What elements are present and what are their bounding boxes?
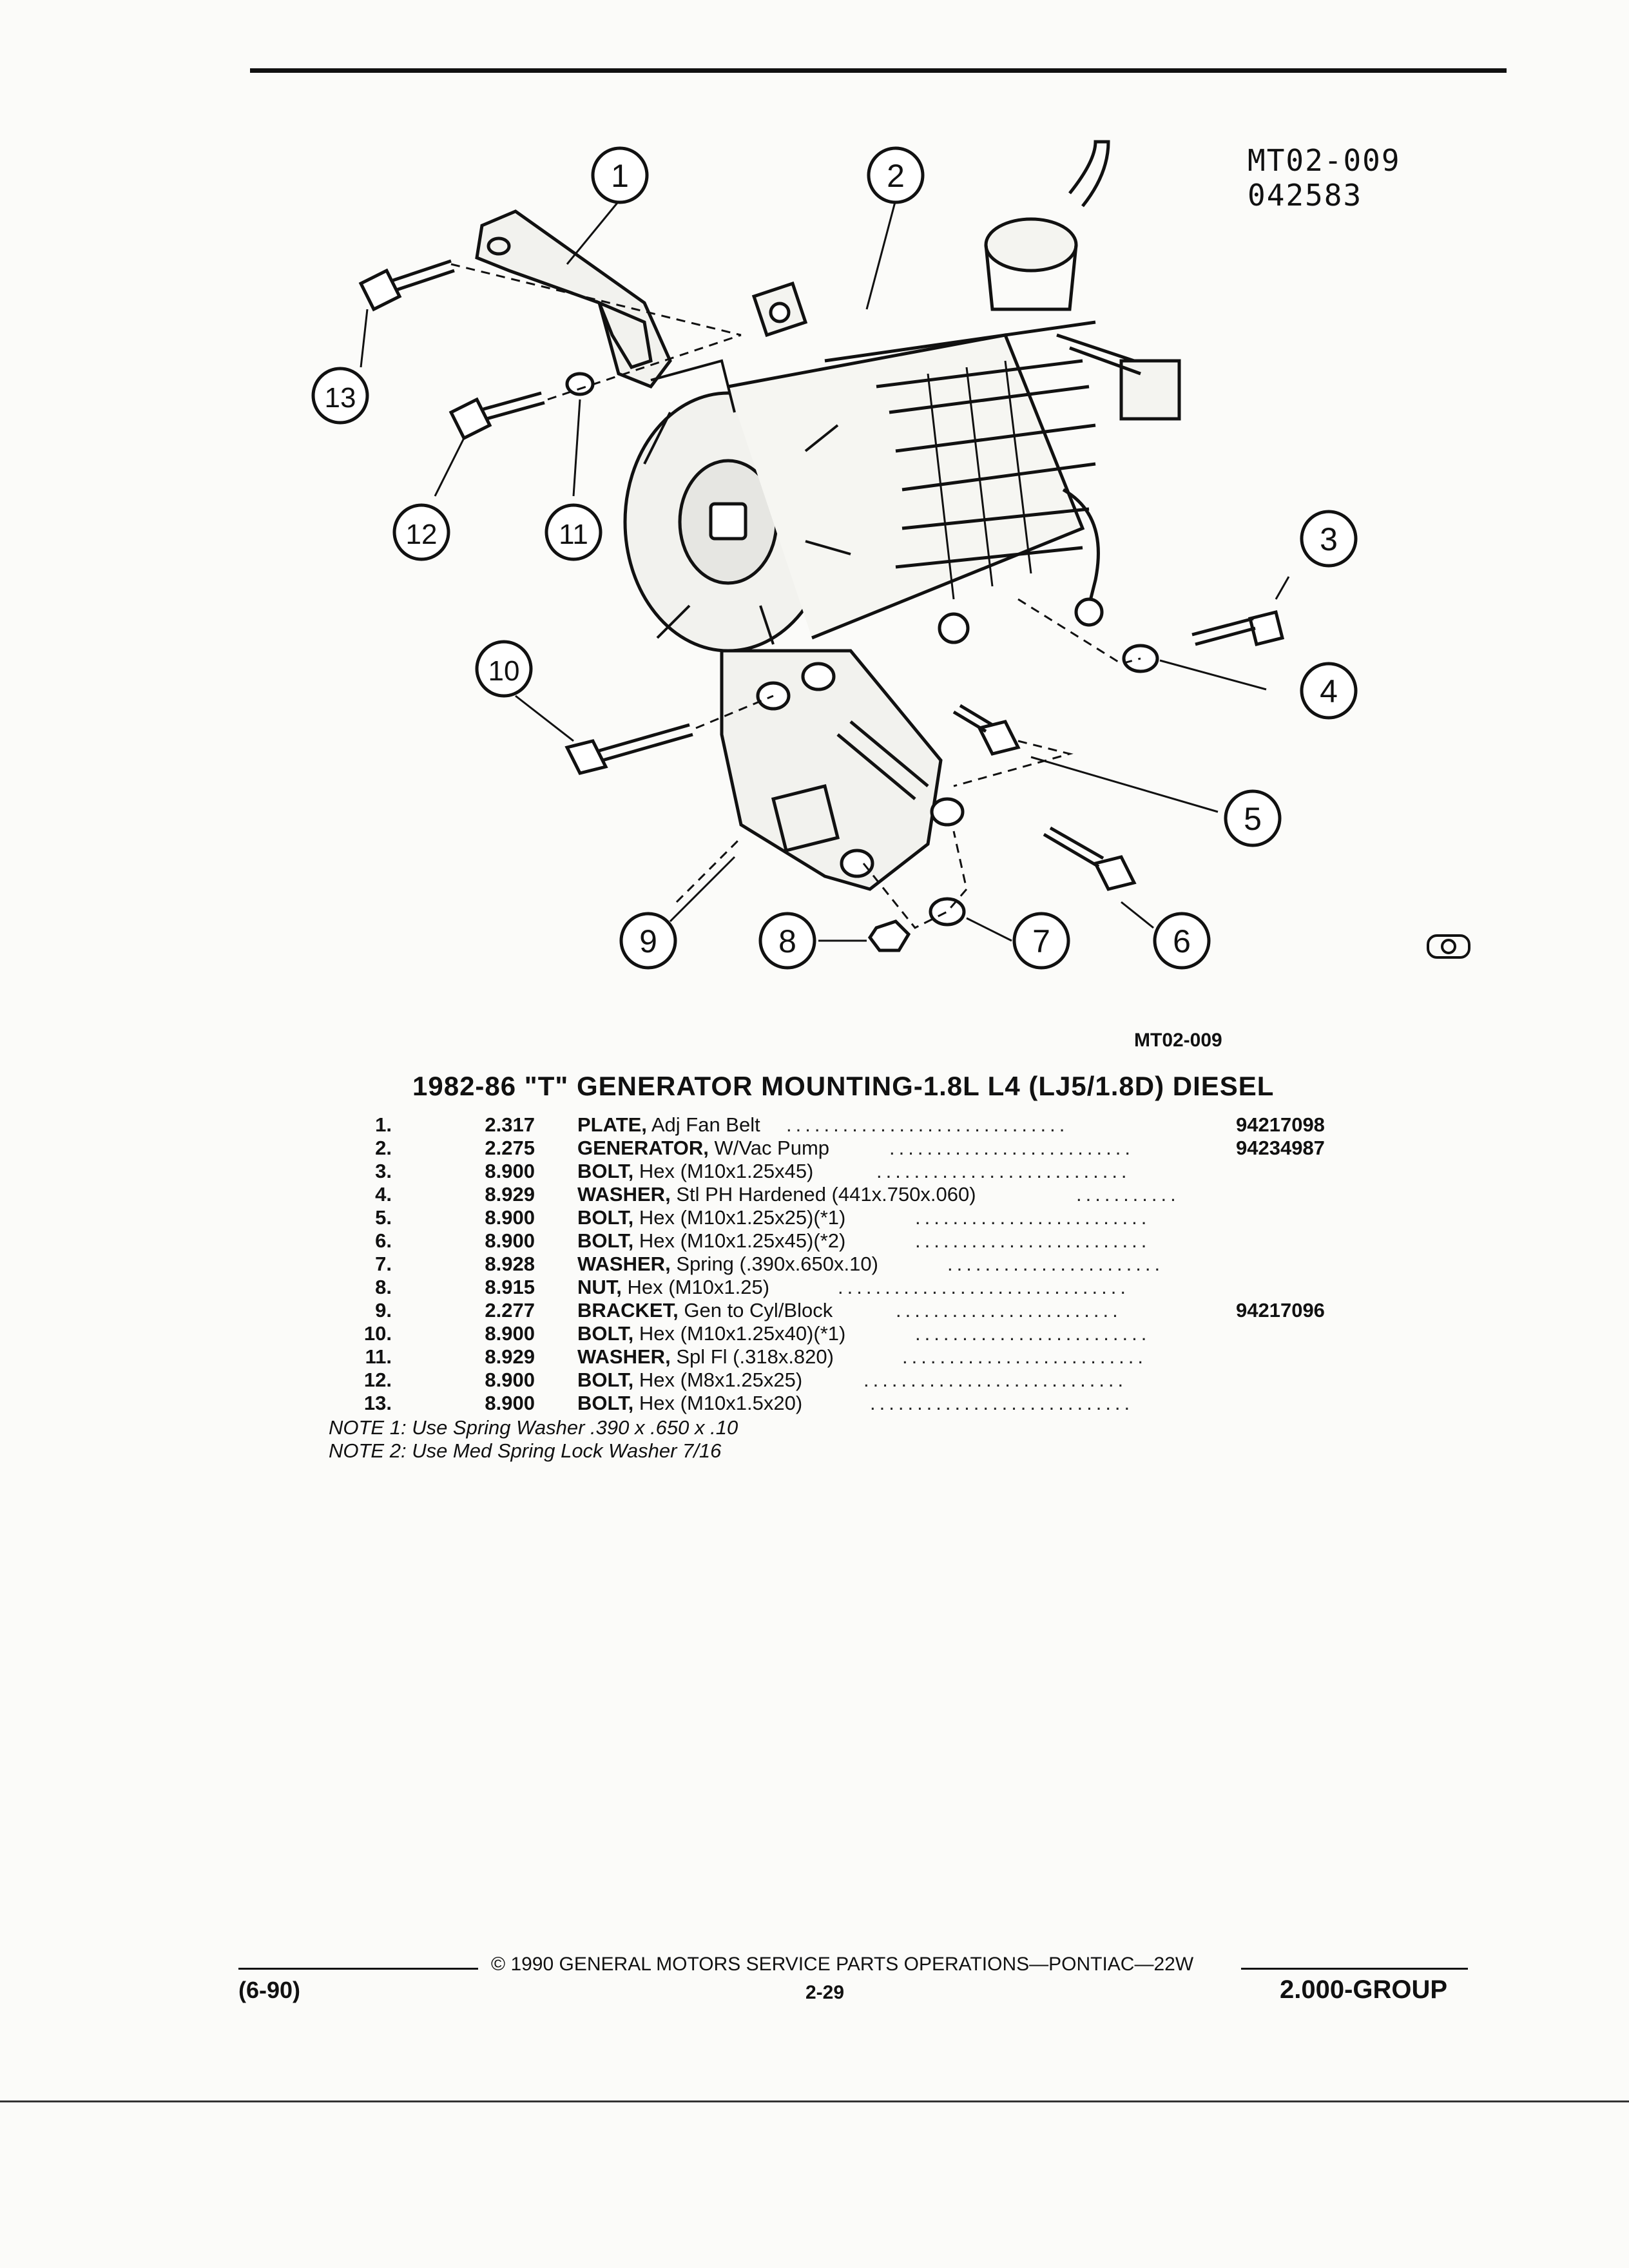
parts-row: 3. 8.900 BOLT, Hex (M10x1.25x45) .......… bbox=[375, 1160, 1131, 1182]
parts-row: 12. 8.900 BOLT, Hex (M8x1.25x25) .......… bbox=[363, 1369, 1128, 1391]
callout-11-label: 11 bbox=[559, 519, 588, 550]
parts-row: 2. 2.275 GENERATOR, W/Vac Pump .........… bbox=[375, 1137, 1325, 1159]
callout-1 bbox=[591, 146, 649, 204]
parts-row: 4. 8.929 WASHER, Stl PH Hardened (441x.7… bbox=[375, 1183, 1180, 1206]
bolt-13 bbox=[358, 259, 455, 312]
footer-page-number: 2-29 bbox=[805, 1982, 845, 2003]
callout-6 bbox=[1153, 912, 1211, 970]
leader-lines bbox=[360, 199, 1290, 942]
callout-1-label: 1 bbox=[611, 158, 629, 194]
bolt-3 bbox=[1191, 610, 1285, 647]
note-1: NOTE 1: Use Spring Washer .390 x .650 x … bbox=[329, 1416, 738, 1439]
nut-8 bbox=[867, 919, 911, 952]
footer-copyright: © 1990 GENERAL MOTORS SERVICE PARTS OPER… bbox=[491, 1954, 1194, 1975]
footer-group: 2.000-GROUP bbox=[1280, 1975, 1448, 2004]
footer-rule-left bbox=[238, 1968, 478, 1970]
callout-9 bbox=[619, 912, 677, 970]
callout-3-label: 3 bbox=[1320, 521, 1338, 557]
callout-12 bbox=[392, 503, 450, 561]
assembly-lines bbox=[450, 263, 1141, 929]
callout-13-label: 13 bbox=[325, 382, 356, 414]
figure-reference: MT02-009 bbox=[1134, 1030, 1222, 1051]
top-rule bbox=[250, 68, 1507, 73]
note-2: NOTE 2: Use Med Spring Lock Washer 7/16 bbox=[329, 1439, 722, 1462]
callout-2 bbox=[867, 146, 925, 204]
bottom-rule bbox=[0, 2100, 1629, 2102]
callout-4-label: 4 bbox=[1320, 673, 1338, 709]
callout-8 bbox=[758, 912, 816, 970]
figure-code: MT02-009 042583 bbox=[1248, 143, 1401, 213]
figure-code-line2: 042583 bbox=[1248, 178, 1363, 213]
generator-part bbox=[623, 140, 1181, 653]
parts-row: 11. 8.929 WASHER, Spl Fl (.318x.820) ...… bbox=[365, 1345, 1147, 1368]
bolt-6 bbox=[1043, 826, 1137, 891]
parts-row: 5. 8.900 BOLT, Hex (M10x1.25x25)(*1) ...… bbox=[375, 1206, 1151, 1229]
callout-7-label: 7 bbox=[1032, 923, 1050, 959]
parts-row: 6. 8.900 BOLT, Hex (M10x1.25x45)(*2) ...… bbox=[375, 1229, 1151, 1252]
bolt-12 bbox=[448, 391, 545, 441]
callout-8-label: 8 bbox=[778, 923, 796, 959]
washer-11 bbox=[565, 372, 595, 396]
generator-mounting-diagram: 1 2 3 4 5 6 7 8 9 10 11 12 13 bbox=[311, 140, 1470, 970]
callout-7 bbox=[1012, 912, 1070, 970]
washer-7 bbox=[929, 897, 966, 927]
gm-logo-icon bbox=[1427, 934, 1470, 959]
parts-row: 8. 8.915 NUT, Hex (M10x1.25) ...........… bbox=[375, 1276, 1130, 1298]
adjusting-plate-part bbox=[475, 209, 672, 389]
figure-code-line1: MT02-009 bbox=[1248, 143, 1401, 178]
parts-row: 1. 2.317 PLATE, Adj Fan Belt ...........… bbox=[375, 1113, 1325, 1136]
callout-12-label: 12 bbox=[406, 519, 438, 550]
fan-part bbox=[643, 359, 851, 645]
parts-row: 7. 8.928 WASHER, Spring (.390x.650x.10) … bbox=[375, 1253, 1164, 1275]
callout-6-label: 6 bbox=[1173, 923, 1191, 959]
callout-13 bbox=[311, 367, 369, 425]
callout-5-label: 5 bbox=[1244, 801, 1262, 837]
callout-5 bbox=[1224, 789, 1282, 847]
callout-3 bbox=[1300, 510, 1358, 568]
bolt-10 bbox=[564, 723, 693, 775]
callout-11 bbox=[545, 503, 602, 561]
parts-row: 10. 8.900 BOLT, Hex (M10x1.25x40)(*1) ..… bbox=[363, 1322, 1151, 1345]
callout-4 bbox=[1300, 662, 1358, 720]
callout-10 bbox=[475, 640, 533, 698]
callout-2-label: 2 bbox=[887, 158, 905, 194]
parts-row: 13. 8.900 BOLT, Hex (M10x1.5x20) .......… bbox=[363, 1392, 1134, 1414]
footer-rule-right bbox=[1241, 1968, 1468, 1970]
bracket-part bbox=[720, 649, 965, 891]
parts-row: 9. 2.277 BRACKET, Gen to Cyl/Block .....… bbox=[375, 1299, 1325, 1321]
callout-10-label: 10 bbox=[488, 655, 520, 687]
callout-9-label: 9 bbox=[639, 923, 657, 959]
page-title: 1982-86 "T" GENERATOR MOUNTING-1.8L L4 (… bbox=[412, 1071, 1275, 1101]
footer-date-code: (6-90) bbox=[238, 1977, 301, 2003]
bolt-5 bbox=[952, 704, 1021, 756]
